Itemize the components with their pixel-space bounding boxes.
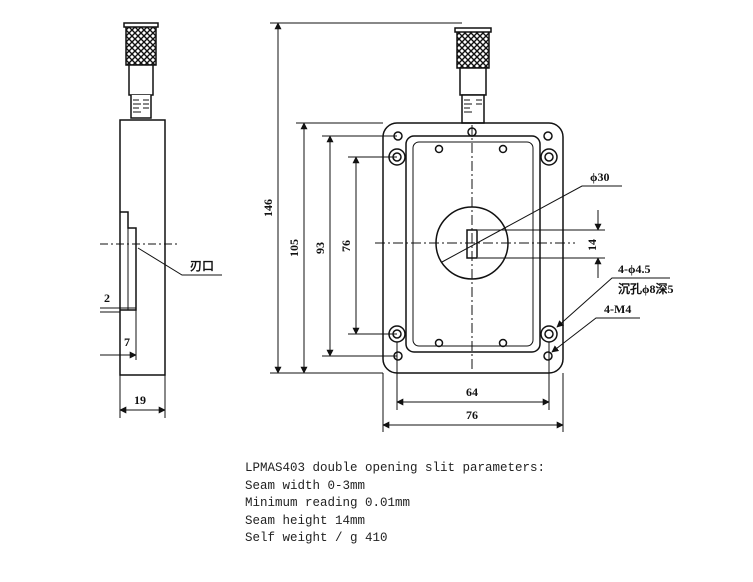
parameters-block: LPMAS403 double opening slit parameters:… bbox=[245, 460, 545, 548]
front-plate-inner bbox=[405, 135, 541, 353]
dim-through-holes: 4-ϕ4.5 bbox=[618, 262, 650, 276]
dim-threaded-holes: 4-M4 bbox=[604, 302, 631, 316]
side-view bbox=[100, 22, 222, 418]
side-micrometer bbox=[123, 22, 159, 119]
parameter-line: Self weight / g 410 bbox=[245, 531, 388, 545]
side-blade bbox=[120, 211, 137, 311]
dim-plate-height: 105 bbox=[287, 239, 301, 257]
parameters-title: LPMAS403 double opening slit parameters: bbox=[245, 461, 546, 475]
dim-plate-width: 76 bbox=[466, 408, 478, 422]
front-view bbox=[270, 22, 670, 432]
dim-slit-height: 14 bbox=[585, 239, 599, 251]
parameter-line: Seam width 0-3mm bbox=[245, 478, 366, 493]
dim-side-offset: 2 bbox=[104, 291, 110, 305]
dim-inner-height: 76 bbox=[339, 240, 353, 252]
parameter-line: Minimum reading 0.01mm bbox=[245, 496, 411, 510]
dim-side-thickness: 19 bbox=[134, 393, 146, 407]
dim-hole-pitch-vertical: 93 bbox=[313, 242, 327, 254]
dim-counterbore: 沉孔ϕ8深5 bbox=[618, 281, 674, 296]
dim-aperture-diameter: ϕ30 bbox=[590, 170, 610, 184]
dim-side-depth: 7 bbox=[124, 335, 130, 349]
side-label-blade-edge: 刃口 bbox=[190, 259, 214, 273]
dim-hole-pitch-horizontal: 64 bbox=[466, 385, 478, 399]
parameter-line: Seam height 14mm bbox=[245, 513, 366, 528]
front-micrometer bbox=[454, 27, 492, 137]
side-body bbox=[119, 119, 166, 376]
front-plate-outer bbox=[382, 122, 564, 374]
dim-total-height: 146 bbox=[261, 199, 275, 217]
